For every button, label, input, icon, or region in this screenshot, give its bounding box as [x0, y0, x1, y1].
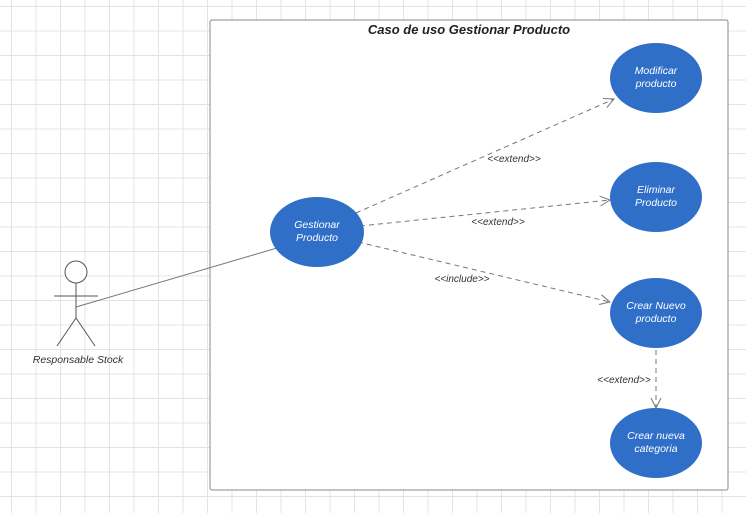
extend-label-crear-categoria: <<extend>>: [597, 375, 651, 386]
extend-label-eliminar: <<extend>>: [471, 217, 525, 228]
include-arrow-crear-producto[interactable]: [357, 241, 610, 302]
usecase-crear-nueva-categoria[interactable]: Crear nueva categoria: [610, 408, 702, 478]
extend-arrow-modificar[interactable]: [355, 99, 614, 214]
actor-left-leg: [56, 317, 77, 347]
actor-right-leg: [75, 317, 96, 347]
include-label-crear-producto: <<include>>: [434, 274, 489, 285]
usecase-modificar-producto[interactable]: Modificar producto: [610, 43, 702, 113]
actor-head: [64, 260, 88, 284]
usecase-gestionar-producto[interactable]: Gestionar Producto: [270, 197, 364, 267]
system-title: Caso de uso Gestionar Producto: [368, 22, 570, 37]
system-boundary[interactable]: [209, 19, 729, 491]
usecase-crear-nuevo-producto[interactable]: Crear Nuevo producto: [610, 278, 702, 348]
usecase-gestionar-line1: Gestionar: [294, 219, 340, 231]
usecase-eliminar-line1: Eliminar: [637, 184, 675, 196]
usecase-modificar-line1: Modificar: [635, 65, 678, 77]
usecase-eliminar-line2: Producto: [635, 197, 677, 209]
actor-label: Responsable Stock: [33, 354, 124, 366]
usecase-crear-categoria-line1: Crear nueva: [627, 430, 685, 442]
usecase-gestionar-line2: Producto: [296, 232, 338, 244]
association-line[interactable]: [75, 247, 278, 308]
usecase-crear-categoria-line2: categoria: [634, 443, 677, 455]
usecase-eliminar-producto[interactable]: Eliminar Producto: [610, 162, 702, 232]
extend-arrow-eliminar[interactable]: [359, 200, 610, 227]
extend-label-modificar: <<extend>>: [487, 154, 541, 165]
usecase-crear-producto-line1: Crear Nuevo: [626, 300, 686, 312]
usecase-crear-producto-line2: producto: [635, 313, 677, 325]
actor-responsable-stock[interactable]: [54, 260, 98, 347]
usecase-modificar-line2: producto: [635, 78, 677, 90]
